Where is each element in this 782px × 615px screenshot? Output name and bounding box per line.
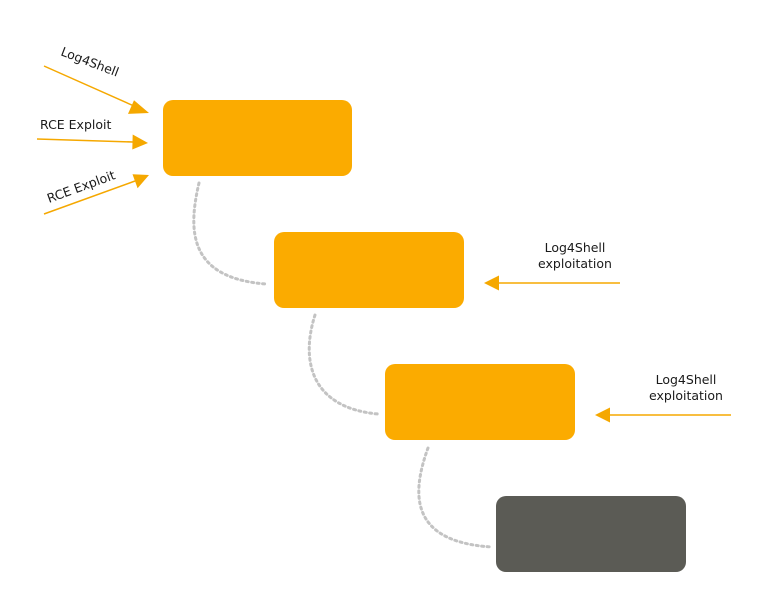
arrow-rce-lower-head: [132, 174, 149, 189]
label-rce-exploit-middle: RCE Exploit: [40, 117, 111, 132]
label-stage3-log4shell: Log4Shell: [656, 372, 717, 387]
label-log4shell-top: Log4Shell: [59, 44, 121, 80]
arrow-log4shell-line: [43, 65, 135, 107]
label-stage2-log4shell: Log4Shell: [545, 240, 606, 255]
arrow-rce-middle-line: [36, 138, 134, 143]
connector-stage3-stage4: [417, 446, 494, 549]
label-stage2-exploitation: exploitation: [538, 256, 612, 271]
stage-node-3: [385, 364, 575, 440]
arrow-rce-middle-head: [132, 134, 148, 150]
arrow-log4shell-head: [128, 100, 149, 114]
stage-node-2: [274, 232, 464, 308]
arrow-stage3-head: [595, 407, 610, 423]
connector-stage2-stage3: [307, 313, 380, 416]
stage-node-1: [163, 100, 352, 176]
arrow-rce-lower-line: [43, 180, 136, 215]
label-stage3-exploitation: exploitation: [649, 388, 723, 403]
arrow-stage2-head: [484, 275, 499, 291]
stage-node-4-terminal: [496, 496, 686, 572]
connector-stage1-stage2: [192, 181, 268, 286]
